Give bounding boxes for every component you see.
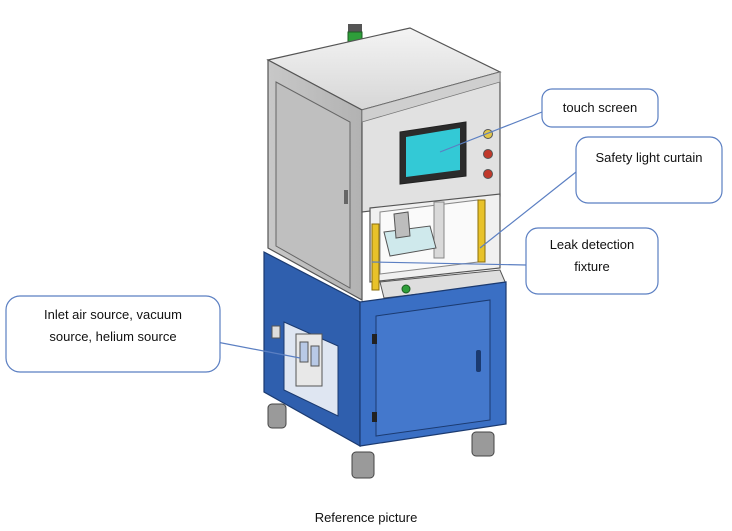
callout-touch-screen: touch screen	[562, 100, 638, 115]
casters	[267, 403, 495, 479]
light-curtain-left	[371, 223, 380, 291]
callout-inlet-line1: Inlet air source, vacuum	[43, 307, 182, 322]
callout-inlet-line2: source, helium source	[49, 329, 177, 344]
callout-leak-detection-line2: fixture	[574, 259, 610, 274]
callout-leak-detection-fixture: Leak detection fixture	[526, 234, 658, 278]
callout-safety-light-curtain: Safety light curtain	[595, 150, 703, 165]
callout-inlet-sources: Inlet air source, vacuum source, helium …	[6, 304, 220, 348]
control-buttons	[483, 129, 493, 179]
touch-screen	[399, 121, 467, 185]
callout-inlet-box	[5, 295, 221, 373]
callout-leaders	[195, 111, 577, 359]
lower-cabinet	[263, 251, 507, 448]
callout-fixture-box	[525, 227, 659, 295]
figure-caption: Reference picture	[314, 510, 418, 525]
callout-light-curtain-box	[575, 136, 723, 204]
callout-leak-detection-line1: Leak detection	[549, 237, 635, 252]
work-area	[369, 193, 501, 283]
light-curtain-right	[477, 199, 486, 263]
callout-touch-screen-box	[541, 88, 659, 128]
